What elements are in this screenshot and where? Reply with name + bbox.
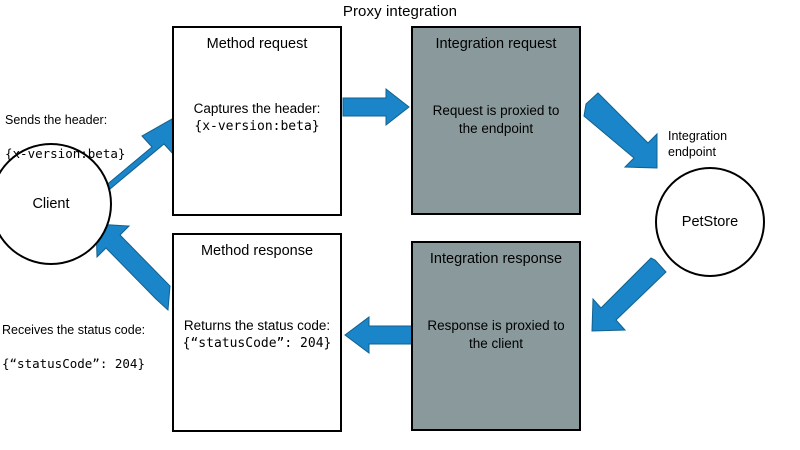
node-method-request-body: Captures the header: {x-version:beta} [178, 100, 336, 135]
arrow-method-request-to-integration-request [342, 87, 410, 127]
annotation-response-note-line2: {“statusCode”: 204} [2, 355, 145, 371]
node-integration-request[interactable]: Integration request Request is proxied t… [411, 26, 581, 215]
arrow-endpoint-to-integration-response [591, 257, 667, 332]
node-method-response-title: Method response [200, 243, 314, 259]
node-method-response-body-line1: Returns the status code: [183, 318, 331, 333]
node-method-request-title: Method request [206, 36, 308, 52]
node-integration-request-title: Integration request [435, 36, 557, 52]
node-integration-response[interactable]: Integration response Response is proxied… [411, 241, 581, 431]
node-integration-response-body-line1: Response is proxied to [427, 318, 565, 333]
node-integration-endpoint[interactable]: PetStore [655, 167, 765, 277]
node-method-response-body: Returns the status code: {“statusCode”: … [178, 317, 336, 352]
annotation-request-note-line2: {x-version:beta} [5, 145, 126, 161]
node-integration-request-body-line2: the endpoint [458, 120, 534, 136]
node-integration-endpoint-caption: Integration endpoint [668, 129, 728, 160]
arrow-method-response-to-client [95, 223, 171, 312]
node-integration-request-body-line1: Request is proxied to [432, 103, 560, 118]
node-method-request-body-line2: {x-version:beta} [194, 118, 320, 134]
node-method-response[interactable]: Method response Returns the status code:… [172, 233, 342, 432]
node-method-response-body-line2: {“statusCode”: 204} [182, 335, 332, 351]
arrow-integration-response-to-method-response [344, 316, 413, 354]
node-integration-endpoint-label: PetStore [681, 214, 739, 230]
node-client-label: Client [32, 196, 70, 212]
arrow-integration-request-to-endpoint [583, 92, 658, 169]
node-method-request-body-line1: Captures the header: [193, 101, 321, 116]
node-integration-request-body: Request is proxied to the endpoint [417, 102, 575, 138]
annotation-request-note: Sends the header: {x-version:beta} [5, 95, 125, 179]
annotation-response-note: Receives the status code: {“statusCode”:… [2, 305, 145, 389]
node-method-request[interactable]: Method request Captures the header: {x-v… [172, 26, 342, 216]
node-client[interactable]: Client [0, 143, 112, 265]
node-integration-response-body: Response is proxied to the client [417, 317, 575, 353]
diagram-title: Proxy integration [342, 3, 458, 20]
annotation-response-note-line1: Receives the status code: [2, 322, 146, 337]
node-integration-response-title: Integration response [429, 251, 563, 267]
annotation-request-note-line1: Sends the header: [5, 112, 108, 127]
node-integration-response-body-line2: the client [468, 335, 524, 351]
